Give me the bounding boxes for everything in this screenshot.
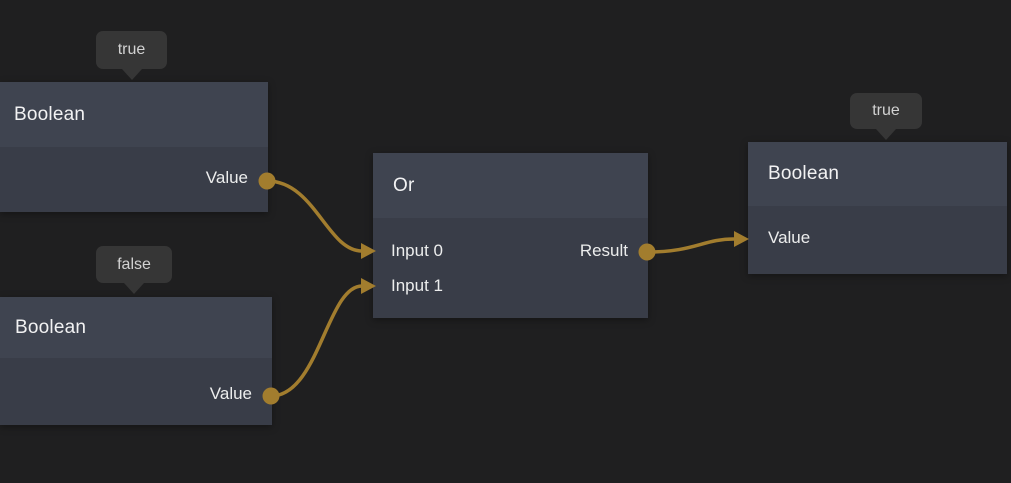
node-title: Boolean [15,316,87,338]
arrowhead-or-input1 [361,278,376,294]
port-label-input0: Input 0 [391,240,443,260]
port-row-value: Value [748,220,1007,255]
wire-or-result-to-boolean3[interactable] [645,237,736,254]
node-title: Boolean [768,163,840,184]
value-tooltip-boolean1: true [96,31,167,69]
port-label: Value [205,167,248,187]
port-row-value: Value [0,160,268,195]
arrowhead-boolean3-value [734,231,749,247]
wire-boolean1-to-or-input0[interactable] [265,179,364,253]
port-row-input1: Input 1 [373,268,648,303]
node-body: Value [0,147,268,212]
node-or[interactable]: Or Input 0 Result Input 1 [373,153,648,318]
port-dot-boolean1-value[interactable] [258,172,276,190]
wire-boolean2-to-or-input1[interactable] [269,284,364,398]
port-dot-or-result[interactable] [638,243,656,261]
port-dot-boolean2-value[interactable] [262,387,280,405]
node-header[interactable]: Boolean [0,82,268,147]
port-row-value: Value [0,376,272,411]
node-header[interactable]: Boolean [748,142,1007,206]
node-boolean-2[interactable]: Boolean Value [0,297,272,425]
node-header[interactable]: Or [373,153,648,218]
node-boolean-3[interactable]: Boolean Value [748,142,1007,274]
arrowhead-or-input0 [361,243,376,259]
port-label-input1: Input 1 [391,275,443,295]
value-tooltip-boolean3: true [850,93,922,129]
node-title: Boolean [14,103,86,125]
port-label: Value [209,383,252,403]
node-title: Or [393,174,415,196]
port-label-result: Result [579,240,628,260]
node-body: Input 0 Result Input 1 [373,218,648,318]
port-row-input0-result: Input 0 Result [373,233,648,268]
node-body: Value [0,358,272,425]
node-boolean-1[interactable]: Boolean Value [0,82,268,212]
node-body: Value [748,206,1007,274]
port-label: Value [768,227,811,247]
value-tooltip-boolean2: false [96,246,172,283]
node-header[interactable]: Boolean [0,297,272,358]
